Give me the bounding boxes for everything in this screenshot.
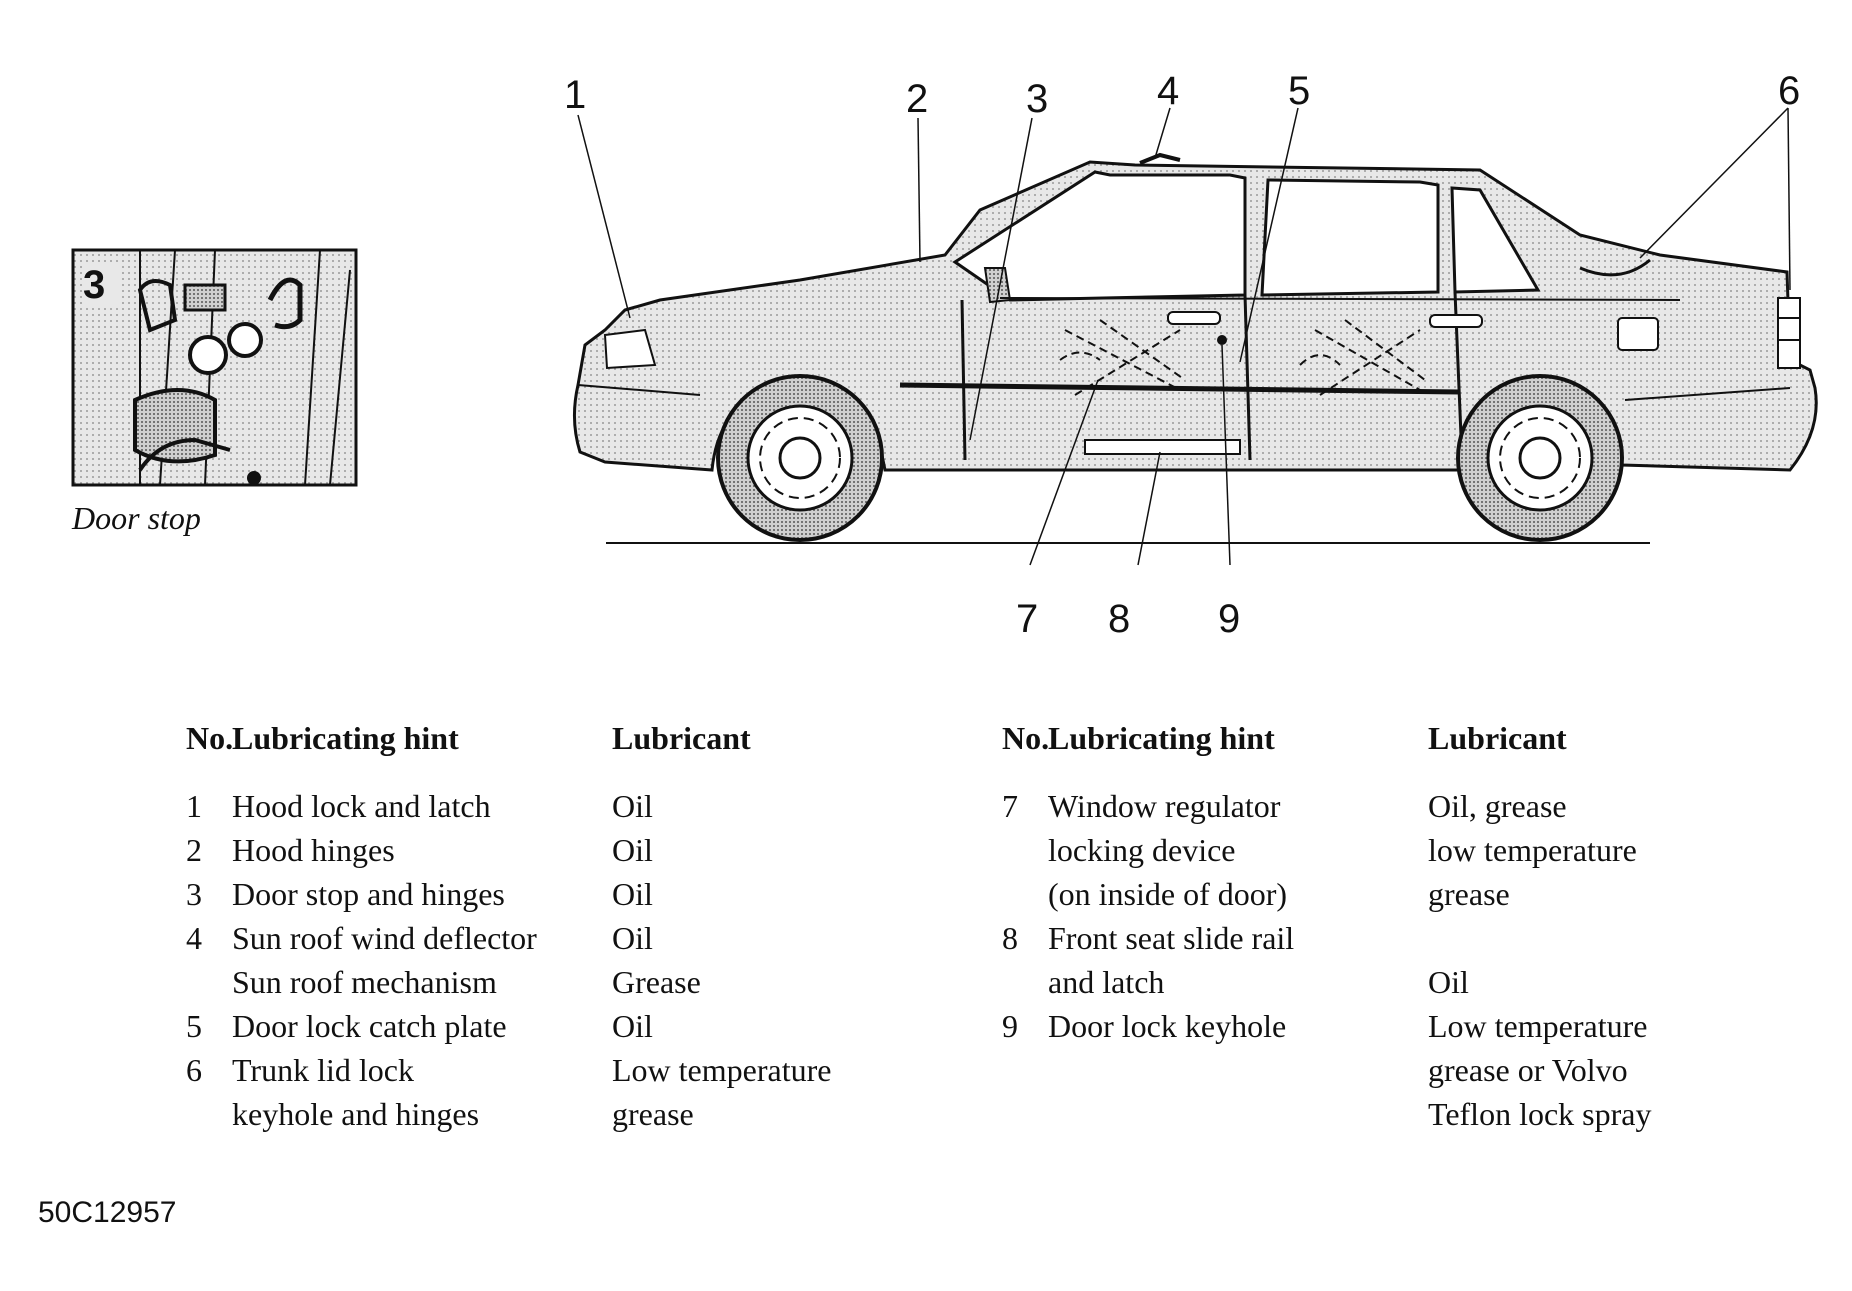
lubricant-line: Low temperature (1428, 1008, 1648, 1044)
row-hint: Trunk lid lock keyhole and hinges (232, 1048, 612, 1136)
hint-line: Hood lock and latch (232, 788, 491, 824)
lubricant-line: Oil (612, 832, 653, 868)
lubricant-line: grease (1428, 876, 1510, 912)
hint-line: locking device (1048, 832, 1236, 868)
hint-line: keyhole and hinges (232, 1096, 480, 1132)
hint-line: Hood hinges (232, 832, 395, 868)
row-number: 6 (186, 1052, 202, 1088)
row-hint: Door lock catch plate (232, 1004, 612, 1048)
hint-line: Sun roof mechanism (232, 964, 497, 1000)
callout-8: 8 (1108, 597, 1130, 641)
table-header: No. Lubricating hint Lubricant (186, 716, 912, 760)
table-row: 5 Door lock catch plate Oil (186, 1004, 912, 1048)
row-hint: Window regulator locking device (on inside… (1048, 784, 1428, 916)
row-lubricant: Low temperature grease (612, 1048, 912, 1136)
table-row: 2 Hood hinges Oil (186, 828, 912, 872)
lubricant-line: Oil (612, 920, 653, 956)
lubricant-line: grease (612, 1096, 694, 1132)
lubricant-line: grease or Volvo (1428, 1052, 1628, 1088)
callout-7: 7 (1016, 597, 1038, 641)
table-row: 6 Trunk lid lock keyhole and hinges Low tem… (186, 1048, 912, 1136)
lubricant-line (1428, 916, 1728, 960)
table-row: 1 Hood lock and latch Oil (186, 784, 912, 828)
hint-line: Door lock catch plate (232, 1008, 507, 1044)
hint-line: Window regulator (1048, 788, 1281, 824)
callout-2: 2 (906, 77, 928, 121)
row-hint: Door stop and hinges (232, 872, 612, 916)
callout-5: 5 (1288, 69, 1310, 113)
lubricant-line: Grease (612, 964, 701, 1000)
header-hint: Lubricating hint (1048, 720, 1275, 756)
hint-line: Trunk lid lock (232, 1052, 414, 1088)
figure-code: 50C12957 (38, 1196, 177, 1229)
row-lubricant: Oil (612, 872, 912, 916)
hint-line (1048, 1048, 1428, 1092)
row-lubricant: Oil (1428, 916, 1728, 1004)
lubrication-table-right: No. Lubricating hint Lubricant 7 Window r… (1002, 716, 1728, 1136)
callout-9: 9 (1218, 597, 1240, 641)
lubricant-line: Teflon lock spray (1428, 1096, 1652, 1132)
table-row: 7 Window regulator locking device (on insid… (1002, 784, 1728, 916)
row-lubricant: Oil (612, 1004, 912, 1048)
hint-line: Door lock keyhole (1048, 1008, 1287, 1044)
row-number: 2 (186, 832, 202, 868)
header-no: No. (1002, 720, 1050, 756)
hint-line: and latch (1048, 964, 1165, 1000)
car-lubrication-diagram: 3 (71, 69, 1818, 641)
callout-6: 6 (1778, 69, 1800, 113)
hint-line: Front seat slide rail (1048, 920, 1295, 956)
header-hint: Lubricating hint (232, 720, 459, 756)
rear-wheel (1456, 374, 1624, 542)
lubricant-line: Oil (612, 876, 653, 912)
lubrication-table-left: No. Lubricating hint Lubricant 1 Hood loc… (186, 716, 912, 1136)
lubricant-line: Oil (612, 1008, 653, 1044)
hint-line: Sun roof wind deflector (232, 920, 537, 956)
row-hint: Front seat slide rail and latch (1048, 916, 1428, 1004)
callout-3: 3 (1026, 77, 1048, 121)
leader-lines (577, 107, 1791, 566)
row-number: 4 (186, 920, 202, 956)
row-number: 5 (186, 1008, 202, 1044)
table-row: 3 Door stop and hinges Oil (186, 872, 912, 916)
table-header: No. Lubricating hint Lubricant (1002, 716, 1728, 760)
lubricant-line: Oil (612, 788, 653, 824)
lubricant-line: Oil (1428, 964, 1469, 1000)
row-hint: Hood hinges (232, 828, 612, 872)
callout-4: 4 (1157, 69, 1179, 113)
header-no: No. (186, 720, 234, 756)
lubricant-line: Low temperature (612, 1052, 832, 1088)
table-rows: 7 Window regulator locking device (on insid… (1002, 784, 1728, 1136)
header-lubricant: Lubricant (612, 720, 751, 756)
row-number: 9 (1002, 1008, 1018, 1044)
row-number: 1 (186, 788, 202, 824)
row-number: 7 (1002, 788, 1018, 824)
row-lubricant: Oil, grease low temperature grease (1428, 784, 1728, 916)
row-lubricant: Oil (612, 784, 912, 828)
row-lubricant: Oil (612, 828, 912, 872)
row-number: 3 (186, 876, 202, 912)
front-wheel (716, 374, 884, 542)
table-row: 8 Front seat slide rail and latch Oil (1002, 916, 1728, 1004)
inset-number: 3 (83, 263, 105, 307)
lubricant-line: low temperature (1428, 832, 1637, 868)
inset-caption: Door stop (72, 500, 201, 536)
table-row: 9 Door lock keyhole Low temperature grease … (1002, 1004, 1728, 1136)
row-number: 8 (1002, 920, 1018, 956)
row-hint: Door lock keyhole (1048, 1004, 1428, 1136)
hint-line: Door stop and hinges (232, 876, 505, 912)
callout-1: 1 (564, 73, 586, 117)
header-lubricant: Lubricant (1428, 720, 1567, 756)
hint-line: (on inside of door) (1048, 876, 1288, 912)
door-stop-inset: 3 (71, 248, 358, 487)
lubricant-line: Oil, grease (1428, 788, 1567, 824)
hint-line (1048, 1092, 1428, 1136)
row-hint: Hood lock and latch (232, 784, 612, 828)
